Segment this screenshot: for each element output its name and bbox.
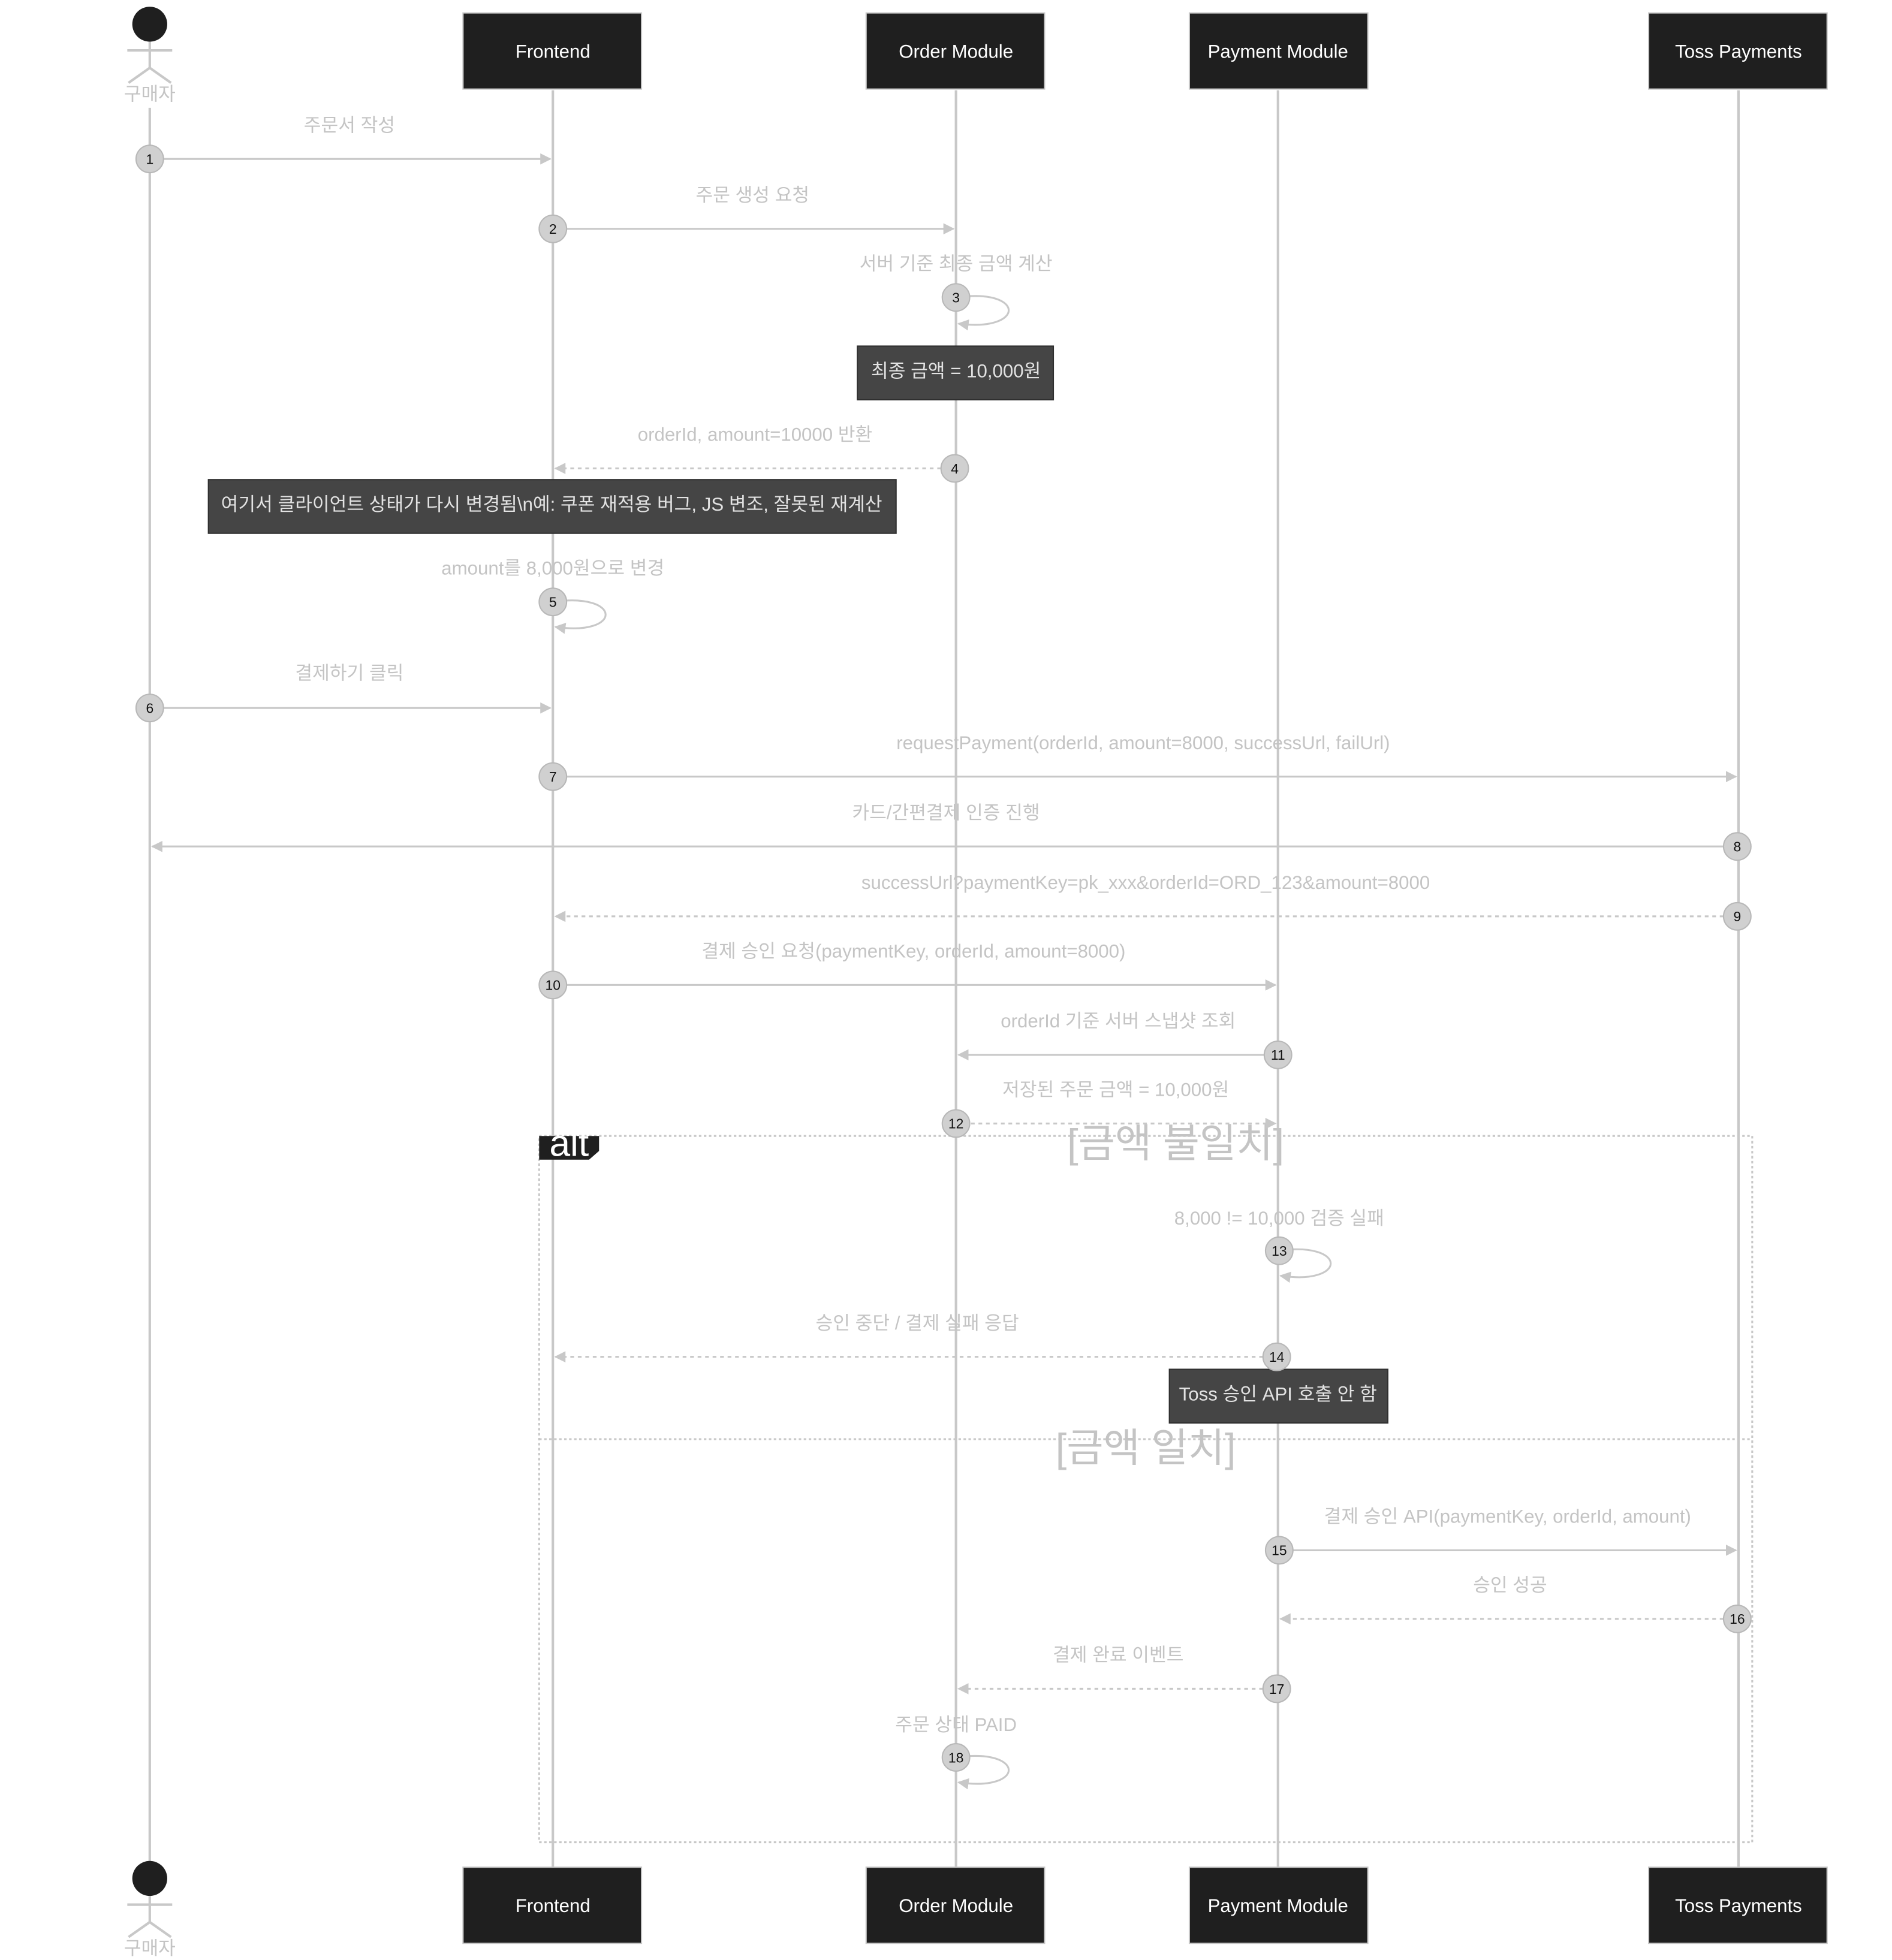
- sequence-number-2: 2: [538, 214, 568, 243]
- sequence-number-13: 13: [1264, 1236, 1294, 1265]
- participants-top: 구매자 Frontend Order Module Payment Module…: [124, 7, 1828, 104]
- message-3-arrow: [956, 295, 1010, 331]
- svg-text:13: 13: [1272, 1243, 1287, 1259]
- alt-label: alt: [549, 1123, 589, 1165]
- svg-text:1: 1: [146, 152, 153, 167]
- message-6-label: 결제하기 클릭: [295, 662, 403, 683]
- message-9-label: successUrl?paymentKey=pk_xxx&orderId=ORD…: [861, 872, 1430, 893]
- notes: 최종 금액 = 10,000원 여기서 클라이언트 상태가 다시 변경됨\n예:…: [207, 345, 1388, 1424]
- participant-payment-module-top: Payment Module: [1188, 12, 1369, 90]
- svg-text:15: 15: [1272, 1543, 1287, 1558]
- sequence-number-7: 7: [538, 762, 568, 791]
- message-5-arrow: [553, 599, 607, 634]
- svg-text:9: 9: [1733, 909, 1741, 924]
- message-8-label: 카드/간편결제 인증 진행: [852, 802, 1040, 823]
- sequence-number-8: 8: [1722, 832, 1752, 861]
- svg-text:8: 8: [1733, 839, 1741, 855]
- svg-text:12: 12: [948, 1116, 963, 1132]
- note-no-toss-call: [1168, 1368, 1388, 1424]
- buyer-head: [132, 1861, 167, 1896]
- message-17-label: 결제 완료 이벤트: [1053, 1645, 1183, 1666]
- message-11-label: orderId 기준 서버 스냅샷 조회: [1001, 1011, 1236, 1032]
- buyer-head: [132, 7, 167, 42]
- message-2-label: 주문 생성 요청: [695, 185, 809, 206]
- svg-text:5: 5: [549, 595, 557, 610]
- sequence-number-12: 12: [941, 1109, 971, 1138]
- alt-condition-mismatch: [금액 불일치]: [1067, 1122, 1284, 1166]
- svg-text:4: 4: [951, 461, 959, 477]
- message-1-label: 주문서 작성: [304, 114, 395, 135]
- svg-text:10: 10: [546, 978, 561, 993]
- sequence-number-5: 5: [538, 587, 568, 617]
- sequence-number-11: 11: [1263, 1040, 1293, 1069]
- sequence-number-9: 9: [1722, 901, 1752, 931]
- sequence-number-18: 18: [941, 1743, 971, 1772]
- alt-frame: [538, 1135, 1754, 1844]
- participant-toss-payments-label: Toss Payments: [1675, 1895, 1802, 1916]
- participant-order-module-label: Order Module: [899, 1895, 1013, 1916]
- participant-frontend-label: Frontend: [516, 41, 591, 62]
- message-lines: [149, 153, 1739, 1790]
- note-no-toss-call-text: Toss 승인 API 호출 안 함: [1179, 1384, 1377, 1405]
- svg-text:3: 3: [952, 290, 960, 306]
- sequence-number-10: 10: [538, 970, 568, 1000]
- message-18-label: 주문 상태 PAID: [895, 1714, 1017, 1735]
- svg-text:11: 11: [1271, 1047, 1285, 1063]
- sequence-number-17: 17: [1262, 1674, 1291, 1703]
- sequence-number-15: 15: [1264, 1536, 1294, 1565]
- participant-toss-payments-bottom: Toss Payments: [1648, 1866, 1828, 1944]
- sequence-number-3: 3: [941, 283, 971, 312]
- participant-payment-module-label: Payment Module: [1208, 41, 1348, 62]
- message-10-label: 결제 승인 요청(paymentKey, orderId, amount=800…: [701, 941, 1125, 962]
- buyer-label: 구매자: [124, 83, 176, 104]
- participant-payment-module-label: Payment Module: [1208, 1895, 1348, 1916]
- note-client-state-changed: [207, 479, 897, 534]
- message-3-label: 서버 기준 최종 금액 계산: [860, 253, 1053, 274]
- participant-payment-module-bottom: Payment Module: [1188, 1866, 1369, 1944]
- sequence-numbers: 1 2 3 4 5 6 7 8 9 10 11 12 13 14 15 16 1…: [135, 144, 1752, 1772]
- note-client-state-changed-text: 여기서 클라이언트 상태가 다시 변경됨\n예: 쿠폰 재적용 버그, JS 변…: [221, 494, 882, 515]
- message-18-arrow: [956, 1754, 1010, 1790]
- note-final-amount: [857, 345, 1055, 401]
- svg-text:18: 18: [948, 1750, 963, 1765]
- svg-text:17: 17: [1269, 1681, 1284, 1697]
- sequence-number-6: 6: [135, 693, 164, 723]
- participant-frontend-label: Frontend: [516, 1895, 591, 1916]
- message-13-arrow: [1278, 1248, 1332, 1283]
- svg-text:14: 14: [1269, 1349, 1285, 1365]
- message-13-label: 8,000 != 10,000 검증 실패: [1174, 1208, 1384, 1229]
- alt-block: alt [금액 불일치] [금액 일치]: [538, 1122, 1754, 1844]
- note-final-amount-text: 최종 금액 = 10,000원: [871, 360, 1041, 381]
- participant-order-module-top: Order Module: [865, 12, 1046, 90]
- sequence-number-14: 14: [1262, 1342, 1291, 1371]
- participant-frontend-bottom: Frontend: [462, 1866, 643, 1944]
- message-15-label: 결제 승인 API(paymentKey, orderId, amount): [1324, 1506, 1691, 1527]
- alt-tag: [539, 1136, 599, 1160]
- message-labels: 주문서 작성 주문 생성 요청 서버 기준 최종 금액 계산 orderId, …: [295, 114, 1691, 1735]
- participant-order-module-bottom: Order Module: [865, 1866, 1046, 1944]
- actor-buyer-bottom: 구매자: [124, 1861, 176, 1959]
- participant-order-module-label: Order Module: [899, 41, 1013, 62]
- message-5-label: amount를 8,000원으로 변경: [441, 557, 664, 578]
- participant-toss-payments-top: Toss Payments: [1648, 12, 1828, 90]
- alt-condition-match: [금액 일치]: [1056, 1427, 1236, 1471]
- svg-text:2: 2: [549, 221, 557, 237]
- message-14-label: 승인 중단 / 결제 실패 응답: [815, 1313, 1019, 1334]
- participants-bottom: 구매자 Frontend Order Module Payment Module…: [124, 1861, 1828, 1959]
- participant-frontend-top: Frontend: [462, 12, 643, 90]
- buyer-label: 구매자: [124, 1938, 176, 1959]
- message-7-label: requestPayment(orderId, amount=8000, suc…: [896, 732, 1390, 753]
- participant-toss-payments-label: Toss Payments: [1675, 41, 1802, 62]
- svg-text:6: 6: [146, 700, 153, 716]
- message-12-label: 저장된 주문 금액 = 10,000원: [1002, 1079, 1229, 1100]
- message-16-label: 승인 성공: [1473, 1575, 1547, 1596]
- sequence-number-4: 4: [940, 454, 969, 483]
- sequence-number-16: 16: [1722, 1604, 1752, 1633]
- svg-text:7: 7: [549, 769, 557, 785]
- sequence-number-1: 1: [135, 144, 164, 174]
- message-4-label: orderId, amount=10000 반환: [638, 424, 873, 445]
- actor-buyer-top: 구매자: [124, 7, 176, 104]
- svg-text:16: 16: [1730, 1611, 1745, 1627]
